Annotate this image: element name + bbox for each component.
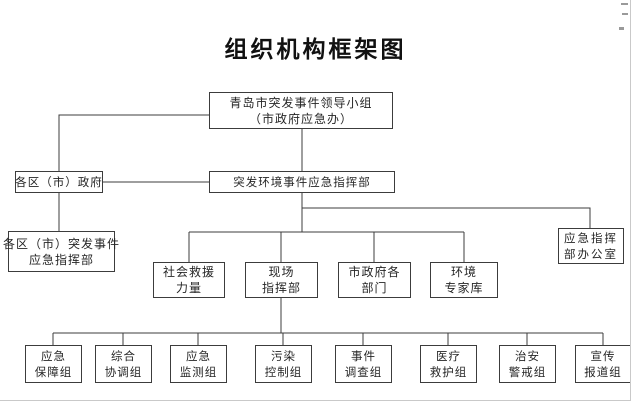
node-label: 调查组 [344, 365, 383, 379]
node-team-publicity: 宣传 报道组 [575, 345, 631, 383]
node-label: 应急指挥部 [28, 252, 94, 267]
node-district-government: 各区（市）政府 [15, 171, 103, 193]
node-team-pollution-control: 污染 控制组 [255, 345, 312, 383]
node-label: 报道组 [584, 365, 622, 379]
node-label: 各区（市）突发事件 [3, 236, 121, 251]
node-label: 应急 [41, 349, 66, 363]
node-team-medical-rescue: 医疗 救护组 [420, 345, 477, 383]
node-team-monitoring: 应急 监测组 [170, 345, 227, 383]
node-label: 指挥部 [261, 281, 301, 295]
node-label: 部办公室 [564, 247, 618, 261]
edge-artifact [622, 13, 628, 15]
node-label: 救护组 [429, 365, 468, 379]
node-label: 社会救援 [162, 265, 215, 279]
node-label: 污染 [271, 349, 296, 363]
diagram-title: 组织机构框架图 [224, 36, 407, 63]
node-label: （市政府应急办） [248, 111, 353, 126]
node-leading-group: 青岛市突发事件领导小组 （市政府应急办） [209, 92, 393, 129]
node-label: 环境 [450, 265, 477, 279]
node-label: 协调组 [104, 365, 143, 379]
node-emergency-headquarters: 突发环境事件应急指挥部 [209, 171, 395, 193]
node-team-security: 治安 警戒组 [499, 345, 556, 383]
node-team-incident-investigation: 事件 调查组 [335, 345, 392, 383]
node-label: 市政府各 [348, 265, 401, 279]
node-field-command: 现场 指挥部 [245, 262, 318, 298]
edge-artifact [621, 3, 628, 5]
node-label: 保障组 [34, 365, 73, 379]
node-label: 各区（市）政府 [15, 175, 103, 189]
node-label: 现场 [268, 265, 295, 279]
node-label: 事件 [351, 349, 376, 363]
node-label: 治安 [515, 349, 540, 363]
node-label: 青岛市突发事件领导小组 [229, 95, 373, 110]
node-label: 应急 [186, 349, 211, 363]
node-label: 综合 [111, 349, 136, 363]
node-label: 监测组 [179, 365, 218, 379]
node-label: 力量 [175, 281, 202, 295]
node-district-emergency-hq: 各区（市）突发事件 应急指挥部 [3, 231, 119, 272]
node-label: 宣传 [590, 349, 616, 363]
node-team-emergency-support: 应急 保障组 [25, 345, 82, 383]
edge-artifact [619, 27, 624, 30]
node-social-rescue-forces: 社会救援 力量 [153, 262, 225, 298]
node-label: 医疗 [436, 349, 461, 363]
node-label: 部门 [361, 281, 388, 295]
node-label: 警戒组 [508, 365, 547, 379]
node-label: 应急指挥 [564, 231, 618, 245]
node-government-departments: 市政府各 部门 [338, 262, 411, 298]
node-label: 突发环境事件应急指挥部 [233, 175, 371, 189]
node-environment-expert-pool: 环境 专家库 [430, 262, 498, 298]
node-label: 专家库 [444, 281, 484, 295]
node-hq-office: 应急指挥 部办公室 [558, 228, 624, 264]
node-label: 控制组 [264, 365, 303, 379]
node-team-coordination: 综合 协调组 [95, 345, 152, 383]
